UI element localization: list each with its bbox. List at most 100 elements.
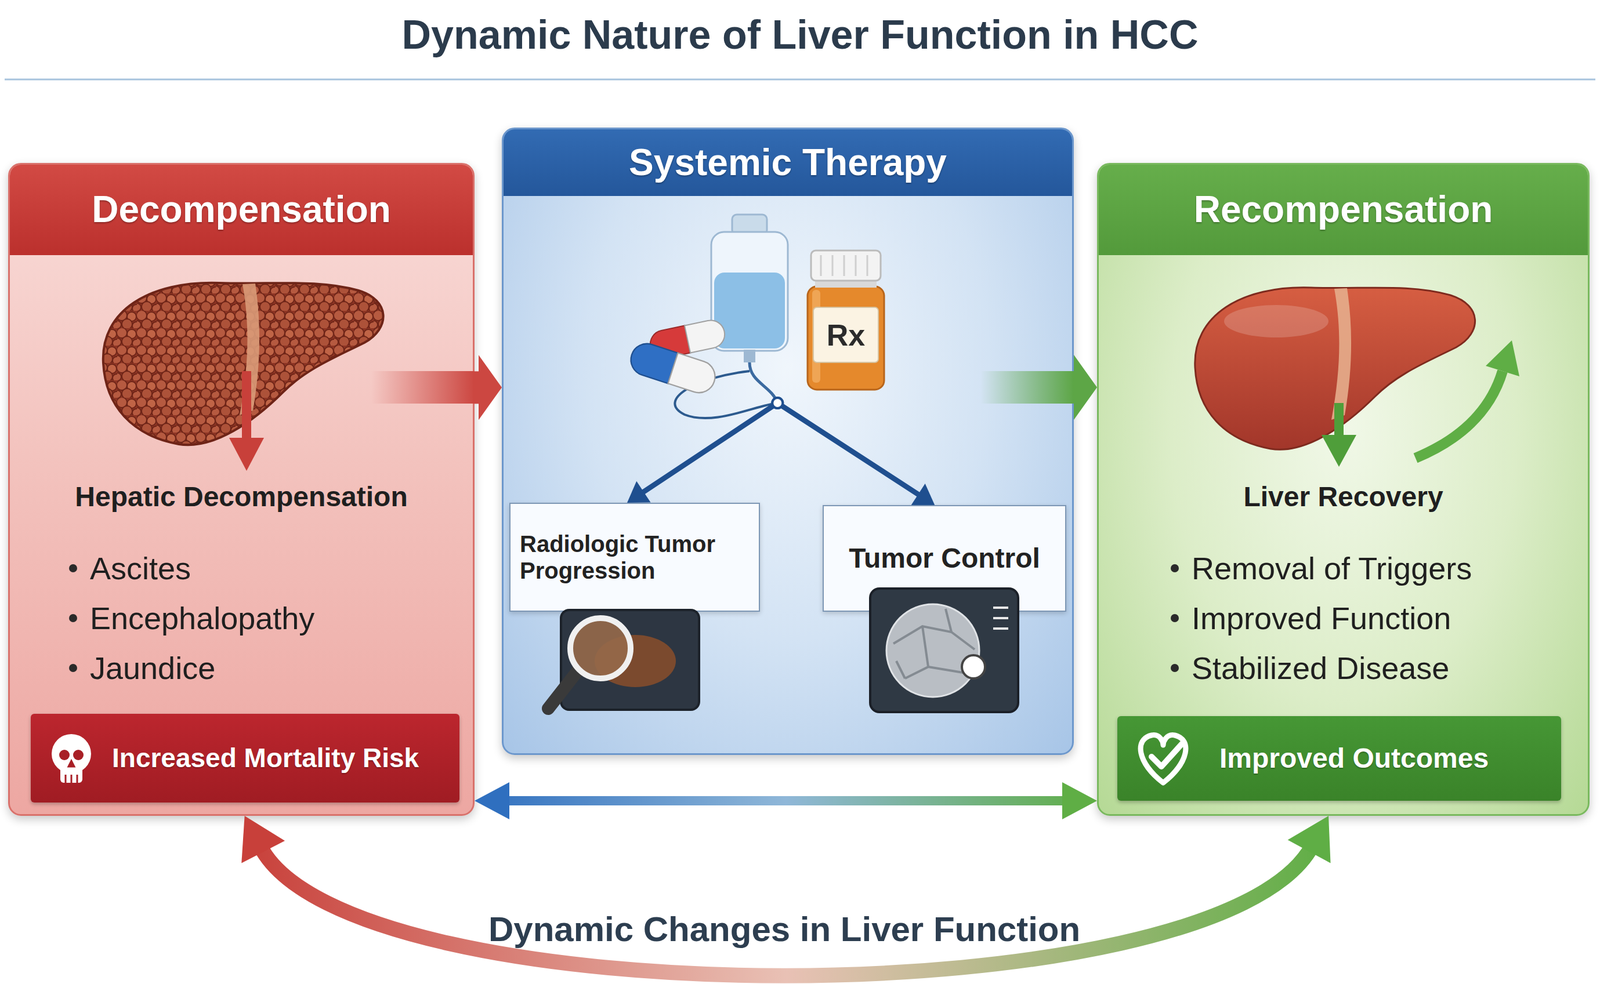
arrow-head bbox=[241, 816, 285, 864]
arrow-shaft bbox=[474, 371, 479, 404]
panel-header: Decompensation bbox=[9, 164, 473, 256]
skull-eye bbox=[59, 750, 70, 761]
liver-ligament bbox=[239, 283, 260, 416]
stage-panel: Systemic TherapyRadiologic Tumor Progres… bbox=[501, 127, 1074, 756]
stage-panel: DecompensationHepatic DecompensationAsci… bbox=[8, 163, 475, 817]
capsule bbox=[626, 339, 719, 398]
split-node bbox=[772, 397, 783, 409]
arrow-tail bbox=[371, 371, 475, 404]
arrow-head bbox=[478, 355, 502, 421]
connector-arrow bbox=[627, 397, 783, 503]
connector-arrow bbox=[474, 355, 502, 421]
iv-port bbox=[743, 349, 756, 363]
scan-image bbox=[870, 588, 1019, 713]
outcome-text: Increased Mortality Risk bbox=[111, 714, 419, 803]
iv-cap bbox=[732, 214, 767, 235]
skull-jaw bbox=[60, 765, 83, 784]
capsule-half bbox=[626, 339, 678, 385]
scan-organ bbox=[886, 604, 980, 698]
down-arrow bbox=[1334, 403, 1344, 438]
arrow-shaft bbox=[777, 403, 922, 497]
stage-panel: RecompensationLiver RecoveryRemoval of T… bbox=[1097, 163, 1590, 817]
capsule bbox=[647, 317, 727, 361]
bullet-dot bbox=[69, 564, 78, 573]
bullet-dot bbox=[69, 614, 78, 623]
iv-tube bbox=[674, 371, 778, 419]
bottle-cap bbox=[811, 250, 881, 281]
panel-subheading: Liver Recovery bbox=[1098, 480, 1588, 513]
scan-lesion bbox=[594, 635, 676, 688]
outcome-bar: Improved Outcomes bbox=[1117, 716, 1562, 802]
scan-image bbox=[560, 610, 700, 711]
edge-label: Dynamic Changes in Liver Function bbox=[488, 909, 1081, 950]
result-text: Tumor Control bbox=[823, 506, 1066, 611]
capsule-half bbox=[667, 353, 719, 398]
recovery-arrow-head bbox=[1485, 340, 1520, 377]
check-mark bbox=[1151, 743, 1183, 767]
arrow-head bbox=[474, 782, 510, 820]
bullet-item: Ascites bbox=[89, 550, 191, 587]
liver-sheen bbox=[1224, 305, 1329, 338]
arrow-head bbox=[627, 481, 651, 503]
arrow-head bbox=[1073, 355, 1098, 421]
arrow-head bbox=[1287, 816, 1331, 864]
bottle-neck bbox=[815, 279, 877, 288]
skull-detail bbox=[65, 761, 78, 784]
arrow-shaft bbox=[640, 403, 778, 495]
iv-bag bbox=[711, 232, 788, 351]
result-box: Radiologic Tumor Progression bbox=[509, 502, 760, 613]
down-arrow-head bbox=[1321, 435, 1357, 468]
arrow-head bbox=[911, 483, 935, 506]
connector-arrow bbox=[474, 782, 1098, 820]
panel-subheading: Hepatic Decompensation bbox=[9, 480, 473, 513]
bottle-body bbox=[807, 286, 885, 390]
scan-cells bbox=[893, 609, 975, 679]
outcome-bar: Increased Mortality Risk bbox=[30, 714, 460, 803]
magnifier-lens bbox=[570, 618, 631, 679]
bullet-dot bbox=[1170, 564, 1179, 573]
magnifier-handle bbox=[548, 671, 578, 709]
bullet-item: Encephalopathy bbox=[89, 600, 315, 637]
arrow-shaft bbox=[509, 796, 1063, 806]
recovery-arrow bbox=[1415, 371, 1503, 459]
bullet-item: Removal of Triggers bbox=[1191, 550, 1472, 587]
capsule-half bbox=[647, 326, 691, 361]
liver-shape bbox=[1195, 287, 1476, 451]
title-rule bbox=[4, 78, 1596, 81]
cirrhotic-liver bbox=[103, 283, 384, 446]
scan-ticks bbox=[993, 607, 1009, 629]
panel-header: Systemic Therapy bbox=[503, 129, 1073, 197]
down-arrow-head bbox=[229, 437, 264, 472]
bullet-item: Stabilized Disease bbox=[1191, 650, 1450, 687]
liver-shape bbox=[103, 283, 384, 446]
result-box: Tumor Control bbox=[822, 505, 1067, 613]
arrow-shaft bbox=[1073, 371, 1075, 404]
scan-marker bbox=[961, 655, 986, 679]
arrow-head bbox=[1062, 782, 1098, 820]
panel-header: Recompensation bbox=[1098, 164, 1588, 256]
bottle-label bbox=[813, 307, 879, 363]
iv-tube bbox=[749, 362, 778, 404]
heart-icon bbox=[1140, 735, 1186, 784]
connector-arrow bbox=[241, 816, 1331, 977]
bullet-item: Improved Function bbox=[1191, 600, 1451, 637]
connector-arrow bbox=[1073, 355, 1098, 421]
split-node bbox=[772, 397, 783, 409]
healthy-liver bbox=[1195, 287, 1476, 451]
arrow-tail bbox=[980, 371, 1074, 404]
connector-arrow bbox=[772, 397, 935, 506]
arrow-shaft bbox=[260, 846, 1313, 976]
cap-ridges bbox=[820, 255, 868, 277]
bullet-dot bbox=[69, 664, 78, 673]
skull-icon bbox=[51, 734, 92, 774]
bullet-dot bbox=[1170, 614, 1179, 623]
bullet-dot bbox=[1170, 664, 1179, 673]
skull-eye bbox=[73, 750, 84, 761]
down-arrow bbox=[241, 371, 252, 441]
capsule-half bbox=[684, 317, 728, 353]
rx-label: Rx bbox=[813, 307, 879, 363]
bullet-item: Jaundice bbox=[89, 650, 216, 687]
iv-liquid bbox=[714, 272, 785, 349]
outcome-text: Improved Outcomes bbox=[1219, 716, 1489, 802]
